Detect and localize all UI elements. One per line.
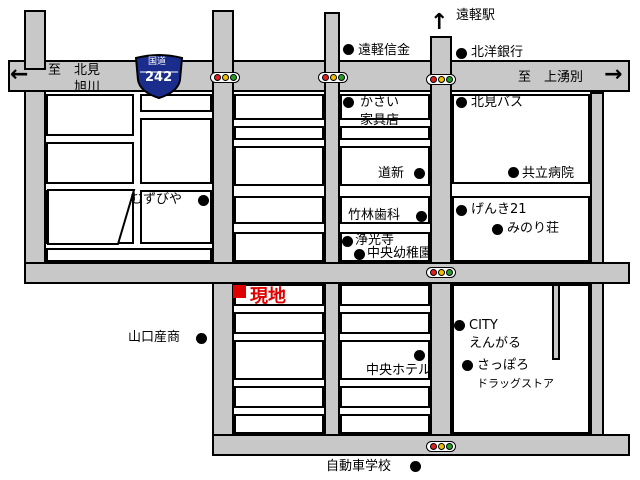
bottom-horizontal-road (212, 434, 630, 456)
place-dot (456, 97, 467, 108)
traffic-signal-icon (318, 72, 348, 83)
block (234, 386, 324, 408)
place-label: CITY (469, 318, 498, 333)
east-arrow-icon: → (604, 62, 623, 87)
place-label: 中央幼稚園 (367, 246, 433, 261)
block (340, 414, 430, 434)
traffic-signal-icon (210, 72, 240, 83)
north-vertical-road (430, 36, 452, 456)
place-dot (416, 211, 427, 222)
traffic-signal-icon (426, 267, 456, 278)
place-label: さっぽろ (477, 358, 530, 373)
block (234, 312, 324, 334)
place-label: 竹林歯科 (348, 208, 401, 223)
block (340, 340, 430, 380)
place-dot (196, 333, 207, 344)
place-dot (492, 224, 503, 235)
block (340, 284, 430, 306)
route-number: 242 (145, 70, 173, 85)
block (340, 94, 430, 120)
place-dot (343, 44, 354, 55)
west-direction-label: 至 北見 (48, 63, 101, 78)
block (46, 248, 212, 262)
block (234, 414, 324, 434)
block (452, 284, 590, 434)
place-label: 共立病院 (522, 166, 575, 181)
block (234, 340, 324, 380)
place-label: 家具店 (360, 113, 400, 128)
route-shield-icon (134, 54, 184, 100)
block (452, 94, 590, 184)
block (234, 196, 324, 224)
site-label: 現地 (250, 286, 286, 307)
place-label: ドラッグストア (477, 377, 554, 390)
site-marker (233, 285, 246, 298)
block (234, 232, 324, 262)
west-direction-label-2: 旭川 (74, 80, 101, 95)
left-upper-vertical (24, 10, 46, 70)
block (46, 142, 134, 184)
place-dot (454, 320, 465, 331)
block (340, 386, 430, 408)
block (140, 118, 212, 184)
place-dot (354, 249, 365, 260)
block (234, 126, 324, 140)
block (340, 126, 430, 140)
place-dot (456, 48, 467, 59)
place-label: 道新 (378, 166, 405, 181)
slanted-block (47, 189, 136, 245)
block (340, 312, 430, 334)
place-dot (414, 168, 425, 179)
place-dot (508, 167, 519, 178)
place-dot (414, 350, 425, 361)
place-label: げんき21 (471, 202, 527, 217)
main-horizontal-road (8, 60, 630, 92)
traffic-signal-icon (426, 441, 456, 452)
block (234, 146, 324, 186)
stub-road (552, 284, 560, 360)
block (234, 94, 324, 120)
block (340, 146, 430, 186)
place-label: 浄光寺 (355, 233, 395, 248)
place-label: 中央ホテル (366, 363, 432, 378)
north-direction-label: 遠軽駅 (456, 8, 496, 23)
place-label: 北洋銀行 (471, 45, 524, 60)
block (452, 196, 590, 262)
place-label: 北見バス (471, 95, 524, 110)
place-label: 自動車学校 (326, 459, 392, 474)
place-dot (342, 236, 353, 247)
north-arrow-icon: ↑ (430, 10, 449, 35)
block (46, 94, 134, 136)
place-label: むずびや (130, 192, 183, 207)
route-kanji: 国道 (148, 57, 167, 67)
east-direction-label: 至 上湧別 (518, 70, 584, 85)
place-dot (462, 360, 473, 371)
traffic-signal-icon (426, 74, 456, 85)
place-dot (456, 205, 467, 216)
place-label: みのり荘 (507, 221, 560, 236)
block (340, 196, 430, 224)
west-vertical-road (24, 60, 46, 282)
place-label: えんがる (469, 336, 522, 351)
place-dot (343, 97, 354, 108)
place-label: 山口産商 (128, 330, 181, 345)
place-label: かさい (360, 95, 400, 110)
place-dot (198, 195, 209, 206)
middle-horizontal-road (24, 262, 630, 284)
place-label: 遠軽信金 (358, 43, 411, 58)
west-arrow-icon: ← (10, 62, 29, 87)
place-dot (410, 461, 421, 472)
